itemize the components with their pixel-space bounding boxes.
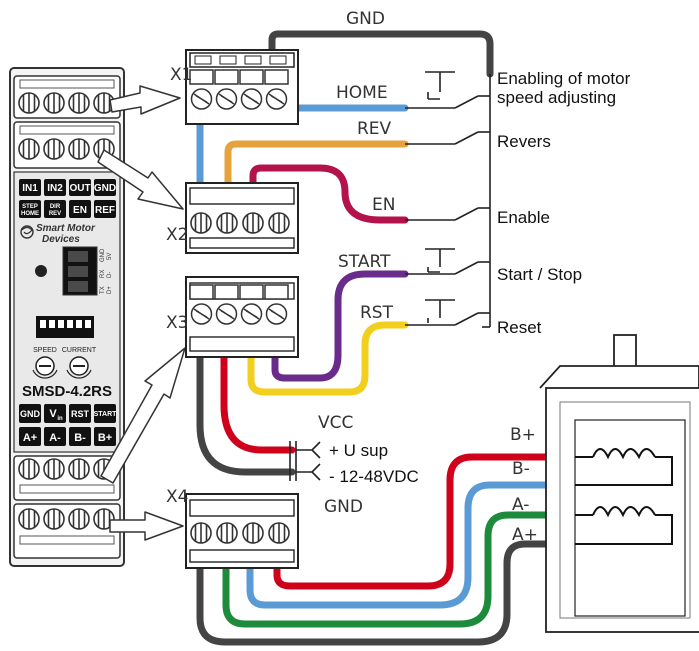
wire-rev bbox=[224, 140, 409, 199]
wire-b-plus bbox=[273, 453, 550, 590]
wire-a-minus bbox=[222, 511, 550, 628]
label-gnd-top: GND bbox=[346, 9, 385, 29]
label-x4: X4 bbox=[166, 487, 188, 507]
label-vin-sub: in bbox=[57, 416, 63, 422]
label-aminus: A- bbox=[49, 432, 61, 444]
connector-x3 bbox=[185, 276, 299, 358]
arrow-to-x1 bbox=[109, 85, 181, 115]
label-dir: DIR bbox=[50, 204, 61, 210]
label-start: START bbox=[338, 252, 391, 272]
side-label-rx: RX bbox=[100, 270, 106, 278]
connector-x2 bbox=[185, 182, 299, 254]
wire-b-minus bbox=[246, 481, 550, 609]
label-vin: V bbox=[49, 408, 57, 420]
function-revers: Revers bbox=[497, 132, 551, 151]
label-gnd-2: GND bbox=[20, 409, 41, 419]
brand-name-2: Devices bbox=[42, 234, 80, 245]
label-vcc: VCC bbox=[318, 413, 353, 433]
wire-start bbox=[271, 270, 409, 382]
knob-current-label: CURRENT bbox=[62, 347, 97, 354]
knob-speed-label: SPEED bbox=[33, 347, 57, 354]
label-en: EN bbox=[372, 195, 395, 215]
connector-x4 bbox=[185, 493, 299, 569]
label-rst: RST bbox=[360, 303, 394, 323]
label-x1: X1 bbox=[170, 65, 192, 85]
label-out: OUT bbox=[69, 183, 90, 194]
wire-en bbox=[249, 164, 409, 224]
arrow-to-x3 bbox=[100, 347, 186, 484]
coil-a bbox=[592, 506, 656, 518]
label-b-minus: B- bbox=[512, 459, 530, 479]
smsd-controller: IN1 IN2 OUT GND STEP HOME DIR REV EN REF… bbox=[9, 67, 125, 567]
wire-a-plus bbox=[196, 540, 550, 646]
label-a-plus: A+ bbox=[512, 525, 538, 545]
coil-b bbox=[592, 448, 656, 460]
label-gnd-bottom: GND bbox=[324, 497, 363, 517]
arrow-to-x4 bbox=[109, 511, 184, 541]
label-rst: RST bbox=[71, 409, 90, 419]
wire-rst bbox=[247, 321, 409, 396]
brand-logo: Smart Motor Devices bbox=[20, 223, 96, 245]
label-en: EN bbox=[73, 205, 87, 216]
arrow-to-x2 bbox=[97, 149, 184, 210]
function-reset: Reset bbox=[497, 318, 542, 337]
switch-panel bbox=[405, 71, 491, 328]
pointer-arrows bbox=[97, 85, 186, 541]
power-minus-label: - 12-48VDC bbox=[329, 467, 419, 486]
device-model: SMSD-4.2RS bbox=[22, 383, 112, 400]
brand-name-1: Smart Motor bbox=[36, 223, 96, 234]
label-b-plus: B+ bbox=[510, 425, 536, 445]
function-enabling-line2: speed adjusting bbox=[497, 88, 616, 107]
label-x2: X2 bbox=[166, 225, 188, 245]
label-a-minus: A- bbox=[512, 495, 529, 515]
connector-x1 bbox=[185, 49, 299, 125]
function-enable: Enable bbox=[497, 208, 550, 227]
label-in2: IN2 bbox=[47, 183, 63, 194]
label-gnd-1: GND bbox=[94, 183, 116, 194]
wire-gnd-bottom bbox=[196, 352, 296, 476]
label-bplus: B+ bbox=[98, 432, 112, 444]
side-label-gnd: GND bbox=[100, 248, 106, 262]
label-home: HOME bbox=[336, 83, 388, 103]
power-plus-label: + U sup bbox=[329, 441, 388, 460]
label-aplus: A+ bbox=[23, 432, 37, 444]
signal-wires bbox=[196, 30, 550, 646]
label-x3: X3 bbox=[166, 313, 188, 333]
function-enabling-line1: Enabling of motor bbox=[497, 69, 631, 88]
side-label-tx: TX bbox=[100, 286, 106, 294]
stepper-motor bbox=[539, 334, 699, 633]
speed-knob bbox=[32, 356, 58, 379]
side-label-dplus: D+ bbox=[107, 286, 113, 294]
wire-gnd-top bbox=[268, 30, 494, 78]
side-label-dminus: D- bbox=[107, 272, 113, 278]
function-start-stop: Start / Stop bbox=[497, 265, 582, 284]
label-start: START bbox=[94, 411, 118, 418]
label-home: HOME bbox=[21, 211, 39, 217]
label-rev: REV bbox=[49, 211, 61, 217]
current-knob bbox=[66, 356, 92, 379]
side-label-5v: 5V bbox=[107, 253, 113, 260]
label-bminus: B- bbox=[74, 432, 86, 444]
label-step: STEP bbox=[22, 204, 38, 210]
label-rev: REV bbox=[357, 119, 392, 139]
wire-vcc bbox=[220, 352, 296, 454]
label-in1: IN1 bbox=[22, 183, 38, 194]
label-ref: REF bbox=[95, 205, 115, 216]
power-input bbox=[289, 441, 321, 481]
